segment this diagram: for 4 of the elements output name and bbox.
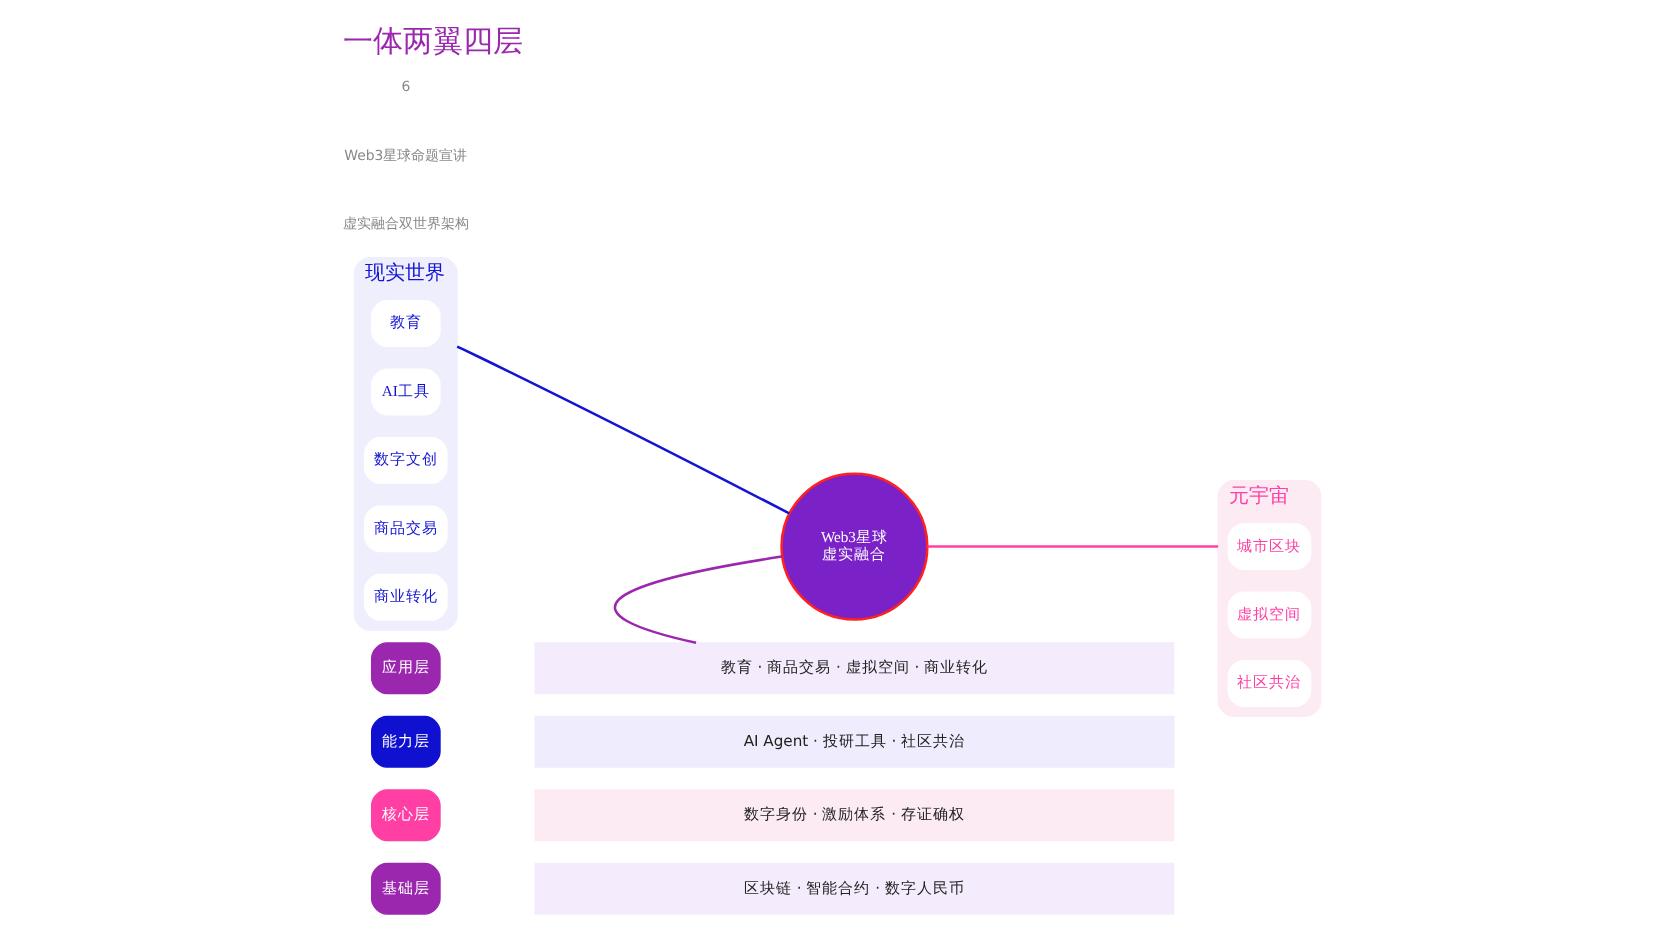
connector bbox=[456, 345, 790, 515]
connector bbox=[927, 545, 1219, 548]
diagram-title: 一体两翼四层 bbox=[343, 23, 524, 60]
connector bbox=[614, 555, 782, 645]
